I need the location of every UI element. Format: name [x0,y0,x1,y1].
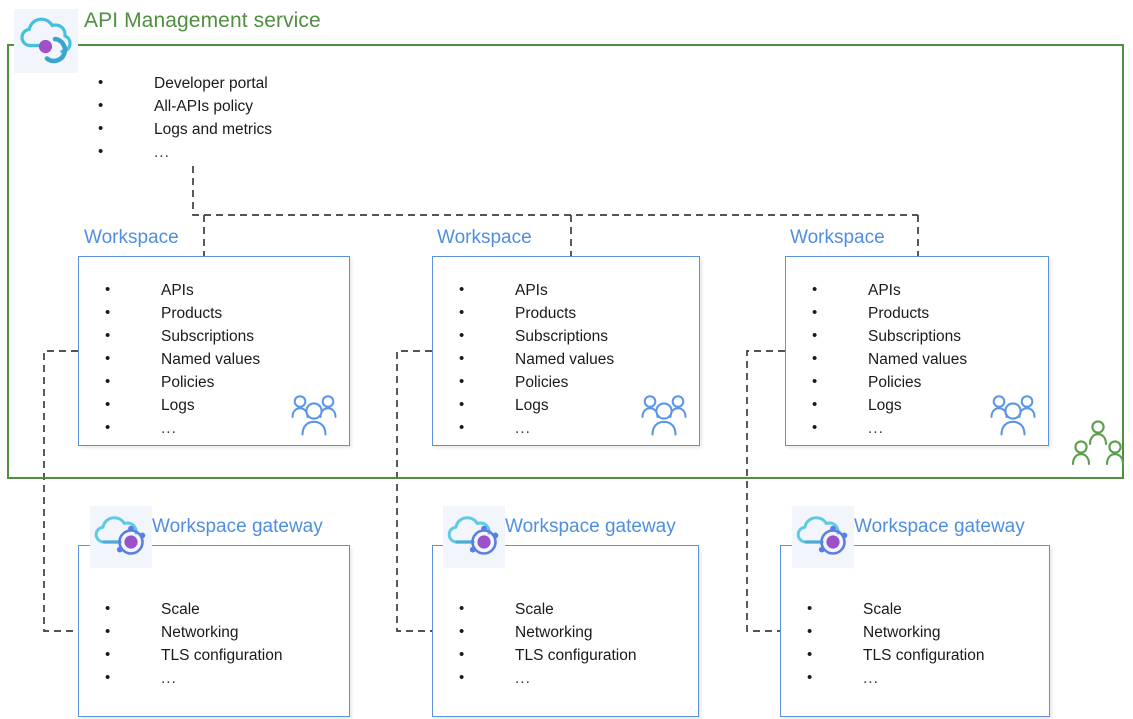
list-item: APIs [459,278,614,302]
workspace-gateway-cloud-icon [90,506,152,568]
list-item: Scale [105,597,283,621]
list-item: Logs and metrics [98,117,272,141]
workspace-feature-list-2: APIs Products Subscriptions Named values… [459,278,614,440]
workspace-label-2: Workspace [437,227,532,248]
list-item: ... [459,666,637,690]
list-item: Policies [459,370,614,394]
list-item: Named values [105,347,260,371]
workspace-label-1: Workspace [84,227,179,248]
list-item: Networking [459,620,637,644]
list-item: TLS configuration [807,643,985,667]
workspace-gateway-label-1: Workspace gateway [152,516,323,537]
list-item: Developer portal [98,71,272,95]
list-item: APIs [105,278,260,302]
list-item: Scale [807,597,985,621]
people-group-icon [988,393,1038,437]
people-group-icon-green [1071,418,1125,468]
workspace-gateway-box-2[interactable]: Scale Networking TLS configuration ... [432,545,699,717]
list-item: Logs [812,393,967,417]
list-item: TLS configuration [105,643,283,667]
list-item: TLS configuration [459,643,637,667]
workspace-box-2[interactable]: APIs Products Subscriptions Named values… [432,256,700,446]
list-item: ... [105,416,260,440]
list-item: Products [459,301,614,325]
list-item: Policies [812,370,967,394]
workspace-gateway-cloud-icon [443,506,505,568]
list-item: Subscriptions [459,324,614,348]
list-item: Subscriptions [812,324,967,348]
workspace-gateway-feature-list-2: Scale Networking TLS configuration ... [459,597,637,690]
list-item: All-APIs policy [98,94,272,118]
workspace-feature-list-1: APIs Products Subscriptions Named values… [105,278,260,440]
list-item: Products [105,301,260,325]
list-item: APIs [812,278,967,302]
api-management-service-title: API Management service [84,9,321,32]
list-item: ... [812,416,967,440]
list-item: Scale [459,597,637,621]
workspace-feature-list-3: APIs Products Subscriptions Named values… [812,278,967,440]
workspace-gateway-label-2: Workspace gateway [505,516,676,537]
api-management-cloud-icon [14,9,78,73]
api-management-feature-list: Developer portal All-APIs policy Logs an… [98,71,272,164]
list-item: ... [105,666,283,690]
list-item: Named values [459,347,614,371]
list-item: ... [98,140,272,164]
list-item: Networking [105,620,283,644]
workspace-gateway-box-3[interactable]: Scale Networking TLS configuration ... [780,545,1050,717]
workspace-gateway-feature-list-3: Scale Networking TLS configuration ... [807,597,985,690]
list-item: Products [812,301,967,325]
list-item: Logs [105,393,260,417]
list-item: ... [807,666,985,690]
list-item: Policies [105,370,260,394]
people-group-icon [289,393,339,437]
workspace-gateway-feature-list-1: Scale Networking TLS configuration ... [105,597,283,690]
list-item: ... [459,416,614,440]
list-item: Named values [812,347,967,371]
workspace-gateway-label-3: Workspace gateway [854,516,1025,537]
api-management-service-container [7,44,1124,479]
list-item: Subscriptions [105,324,260,348]
workspace-gateway-box-1[interactable]: Scale Networking TLS configuration ... [78,545,350,717]
workspace-box-1[interactable]: APIs Products Subscriptions Named values… [78,256,350,446]
list-item: Logs [459,393,614,417]
workspace-gateway-cloud-icon [792,506,854,568]
workspace-box-3[interactable]: APIs Products Subscriptions Named values… [785,256,1049,446]
workspace-label-3: Workspace [790,227,885,248]
people-group-icon [639,393,689,437]
list-item: Networking [807,620,985,644]
